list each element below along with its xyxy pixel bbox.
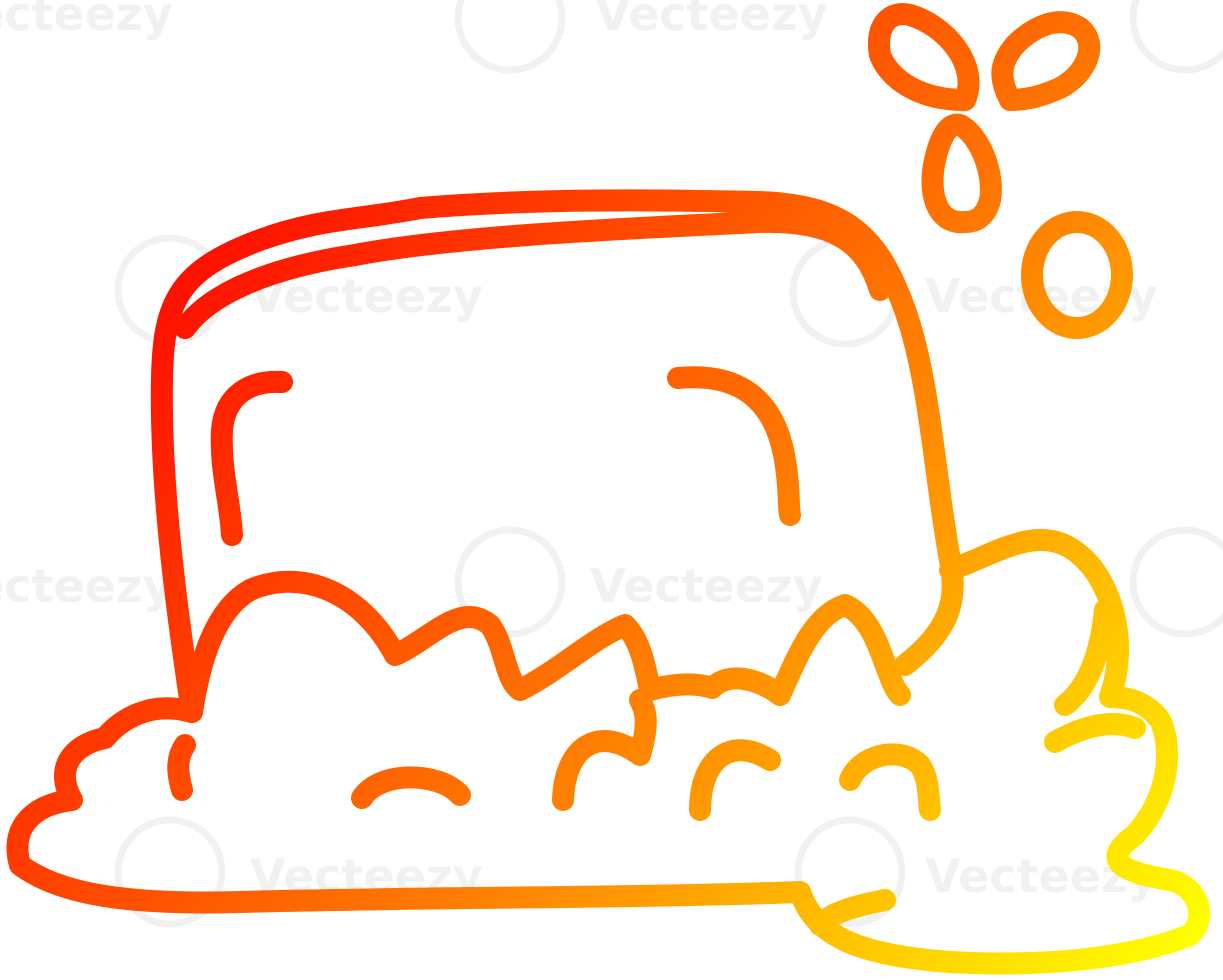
soap-bar-icon: [6, 3, 1211, 975]
soap-foam-outline: [6, 528, 1211, 975]
watermark-layer: Vecteezy Vecteezy Vecteezy Vecteezy Vect…: [0, 0, 1223, 928]
soap-shine-right: [667, 366, 801, 526]
watermark-text: Vecteezy: [595, 0, 828, 41]
soap-foam-bottom-curl: [809, 889, 896, 936]
soap-foam-inner-4: [839, 743, 941, 821]
soap-foam-inner-2: [552, 689, 657, 811]
soap-bar-outline: [150, 189, 964, 723]
bubble-drop-2: [991, 11, 1101, 111]
bubble-round: [1021, 211, 1133, 339]
watermark-text: Vecteezy: [0, 559, 173, 613]
watermark-text: Vecteezy: [0, 0, 173, 41]
bubble-drop-3: [921, 113, 1002, 234]
soap-foam-inner-6: [1054, 599, 1116, 716]
watermark-logo: [114, 0, 1223, 928]
soap-foam-inner-1: [351, 766, 471, 809]
soap-shine-left: [210, 370, 293, 546]
soap-foam-inner-3: [689, 739, 781, 821]
soap-bar-top-edge: [174, 210, 891, 339]
soap-foam-inner-5: [1044, 712, 1146, 753]
bubble-drop-1: [868, 3, 980, 111]
watermark-text: Vecteezy: [590, 559, 823, 613]
soap-foam-left-puff: [167, 734, 196, 801]
